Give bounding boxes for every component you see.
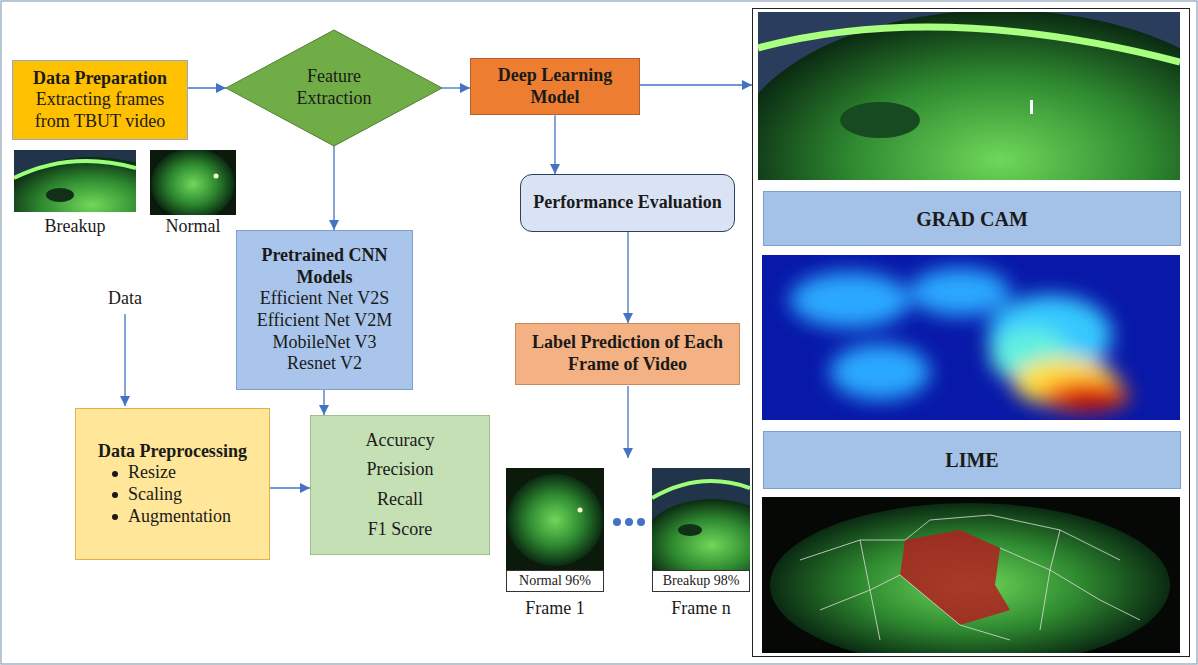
- eye-surface: [758, 12, 1180, 180]
- image-label: Normal: [150, 216, 236, 238]
- node-text: Scaling: [128, 484, 182, 506]
- heat-blob: [1041, 379, 1129, 411]
- flow-arrow: [442, 87, 470, 88]
- decision-diamond: Feature Extraction: [226, 30, 442, 146]
- lime-region: [900, 530, 1010, 625]
- superpixel-line: [820, 575, 1010, 640]
- node-heading: Pretrained CNN Models: [245, 245, 404, 288]
- eye-surface: [652, 499, 750, 570]
- superpixel-line: [1000, 548, 1140, 620]
- node-text: MobileNet V3: [272, 332, 376, 354]
- method-box: LIME: [763, 431, 1181, 489]
- node-heading: Data Preprocessing: [98, 441, 247, 463]
- panel-eye-image: [758, 12, 1180, 180]
- ellipsis-dot: [637, 518, 645, 526]
- flow-arrow: [554, 115, 555, 174]
- superpixel-line: [800, 515, 1120, 560]
- flow-arrow: [188, 87, 226, 88]
- frame-caption: Normal 96%: [506, 570, 604, 592]
- node-heading: Feature Extraction: [278, 66, 390, 109]
- eye-surface: [507, 474, 603, 566]
- heatmap-ground: [762, 255, 1180, 420]
- frame-1-image: [506, 468, 604, 570]
- node-heading: GRAD CAM: [916, 207, 1028, 231]
- breakup-patch: [46, 188, 74, 202]
- method-box: GRAD CAM: [763, 191, 1181, 246]
- frame-n-image: [652, 468, 750, 570]
- image-label: Breakup: [14, 216, 136, 238]
- node-heading: Label Prediction of Each Frame of Video: [524, 332, 731, 375]
- flow-arrow: [640, 84, 752, 85]
- breakup-patch: [678, 524, 702, 536]
- node-heading: Data Preparation: [33, 68, 167, 90]
- flow-arrow: [333, 146, 334, 230]
- heat-blob: [910, 268, 1010, 316]
- process-box: Label Prediction of Each Frame of Video: [515, 323, 740, 385]
- node-heading: Deep Learning Model: [479, 65, 631, 108]
- node-heading: LIME: [945, 448, 998, 472]
- node-heading: Normal 96%: [519, 573, 591, 590]
- superpixel-line: [1040, 530, 1060, 630]
- process-box: Performance Evaluation: [520, 174, 735, 232]
- explanation-panel: GRAD CAM LIME: [752, 8, 1190, 657]
- heat-blobs: [790, 268, 1129, 411]
- preprocessing-box: Data PreprocessingResizeScalingAugmentat…: [75, 408, 270, 560]
- node-text: Efficient Net V2S: [260, 288, 389, 310]
- node-text: Extracting frames from TBUT video: [21, 89, 179, 132]
- node-text: Efficient Net V2M: [257, 310, 392, 332]
- image-label: Data: [95, 288, 155, 310]
- flow-arrow: [270, 487, 310, 488]
- node-text: Resize: [128, 462, 176, 484]
- lid-margin: [14, 161, 136, 178]
- metrics-box: AccuracyPrecisionRecallF1 Score: [310, 415, 490, 555]
- image-label: Frame 1: [496, 598, 614, 620]
- reflex-mark: [1030, 100, 1033, 114]
- reflex-dot: [578, 508, 583, 513]
- eye-surface: [770, 503, 1170, 653]
- gradcam-heatmap: [762, 255, 1180, 420]
- node-heading: Breakup 98%: [663, 573, 740, 590]
- lid-margin: [758, 27, 1180, 62]
- breakup-patch: [840, 102, 920, 138]
- heat-blob: [1060, 387, 1120, 409]
- process-box: Deep Learning Model: [470, 58, 640, 115]
- normal-thumbnail: [150, 150, 236, 215]
- frames-arrow: [627, 386, 628, 458]
- eye-surface: [14, 157, 136, 212]
- frame-caption: Breakup 98%: [652, 570, 750, 592]
- heat-blob: [830, 344, 930, 400]
- data-arrow: [124, 314, 125, 406]
- node-text: Recall: [377, 485, 423, 515]
- process-box: Data PreparationExtracting frames from T…: [12, 60, 188, 140]
- ellipsis-dot: [625, 518, 633, 526]
- heat-blob: [790, 272, 910, 328]
- node-text: Precision: [367, 455, 434, 485]
- lid-margin: [652, 481, 750, 498]
- node-heading: Accuracy: [366, 426, 435, 456]
- diamond-shape: [226, 30, 442, 146]
- reflex-dot: [214, 174, 219, 179]
- flow-arrow: [323, 390, 324, 415]
- flow-arrow: [627, 232, 628, 323]
- breakup-thumbnail: [14, 150, 136, 212]
- image-ground: [506, 468, 604, 570]
- ellipsis-dot: [613, 518, 621, 526]
- eye-surface: [151, 150, 235, 215]
- node-text: Resnet V2: [287, 353, 362, 375]
- node-text: F1 Score: [368, 515, 433, 545]
- lime-image: [762, 497, 1180, 653]
- node-text: Augmentation: [128, 506, 231, 528]
- superpixel-line: [860, 540, 880, 640]
- image-label: Frame n: [642, 598, 760, 620]
- model-list-box: Pretrained CNN ModelsEfficient Net V2SEf…: [236, 230, 413, 390]
- node-heading: Performance Evaluation: [533, 192, 721, 214]
